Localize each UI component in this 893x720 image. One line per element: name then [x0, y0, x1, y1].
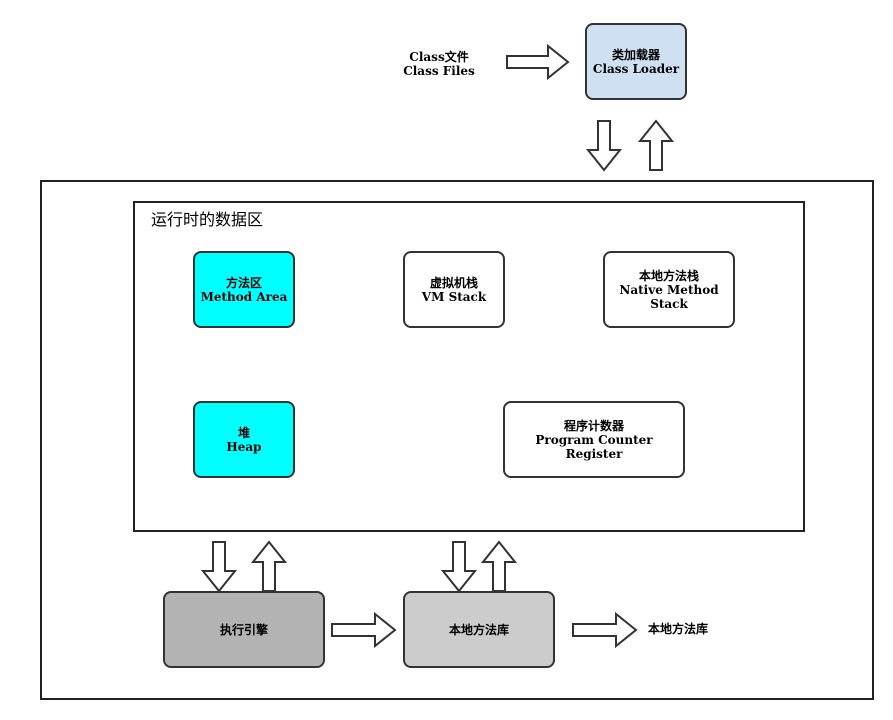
vm-stack-line1: 虚拟机栈 [429, 275, 478, 290]
native-interface-label: 本地方法库 [448, 622, 509, 637]
native-method-stack-box: 本地方法栈 Native Method Stack [603, 251, 735, 328]
method-area-line1: 方法区 [225, 275, 262, 290]
arrow-runtime-to-native-down [440, 541, 478, 593]
execution-engine-label: 执行引擎 [219, 622, 268, 637]
vm-stack-line2: VM Stack [421, 289, 487, 304]
native-interface-box: 本地方法库 [403, 591, 555, 668]
class-files-label: Class文件 Class Files [395, 50, 483, 78]
arrow-native-to-library [572, 611, 638, 649]
arrow-engine-to-runtime-up [250, 540, 288, 592]
arrow-runtime-to-engine-down [200, 541, 238, 593]
arrow-engine-to-native [331, 611, 397, 649]
runtime-data-area: 运行时的数据区 [133, 201, 805, 532]
program-counter-box: 程序计数器 Program Counter Register [503, 401, 685, 478]
class-files-line2: Class Files [403, 64, 475, 78]
class-loader-line1: 类加载器 [611, 47, 660, 62]
native-method-stack-line1: 本地方法栈 [638, 268, 699, 283]
method-area-box: 方法区 Method Area [193, 251, 295, 328]
program-counter-line2: Program Counter Register [535, 432, 653, 461]
method-area-line2: Method Area [200, 289, 288, 304]
arrow-loader-up [637, 119, 675, 171]
class-loader-line2: Class Loader [592, 61, 680, 76]
native-library-label: 本地方法库 [648, 622, 709, 636]
execution-engine-box: 执行引擎 [163, 591, 325, 668]
arrow-class-files-to-loader [506, 43, 570, 81]
program-counter-line1: 程序计数器 [563, 418, 624, 433]
native-method-stack-line2: Native Method Stack [619, 282, 719, 311]
class-loader-box: 类加载器 Class Loader [585, 23, 687, 100]
heap-line1: 堆 [237, 425, 250, 440]
arrow-native-to-runtime-up [480, 540, 518, 592]
jvm-frame [40, 180, 874, 700]
class-files-line1: Class文件 [409, 50, 469, 64]
vm-stack-box: 虚拟机栈 VM Stack [403, 251, 505, 328]
runtime-data-area-title: 运行时的数据区 [151, 210, 264, 229]
arrow-loader-down [585, 120, 623, 172]
heap-line2: Heap [226, 439, 262, 454]
heap-box: 堆 Heap [193, 401, 295, 478]
